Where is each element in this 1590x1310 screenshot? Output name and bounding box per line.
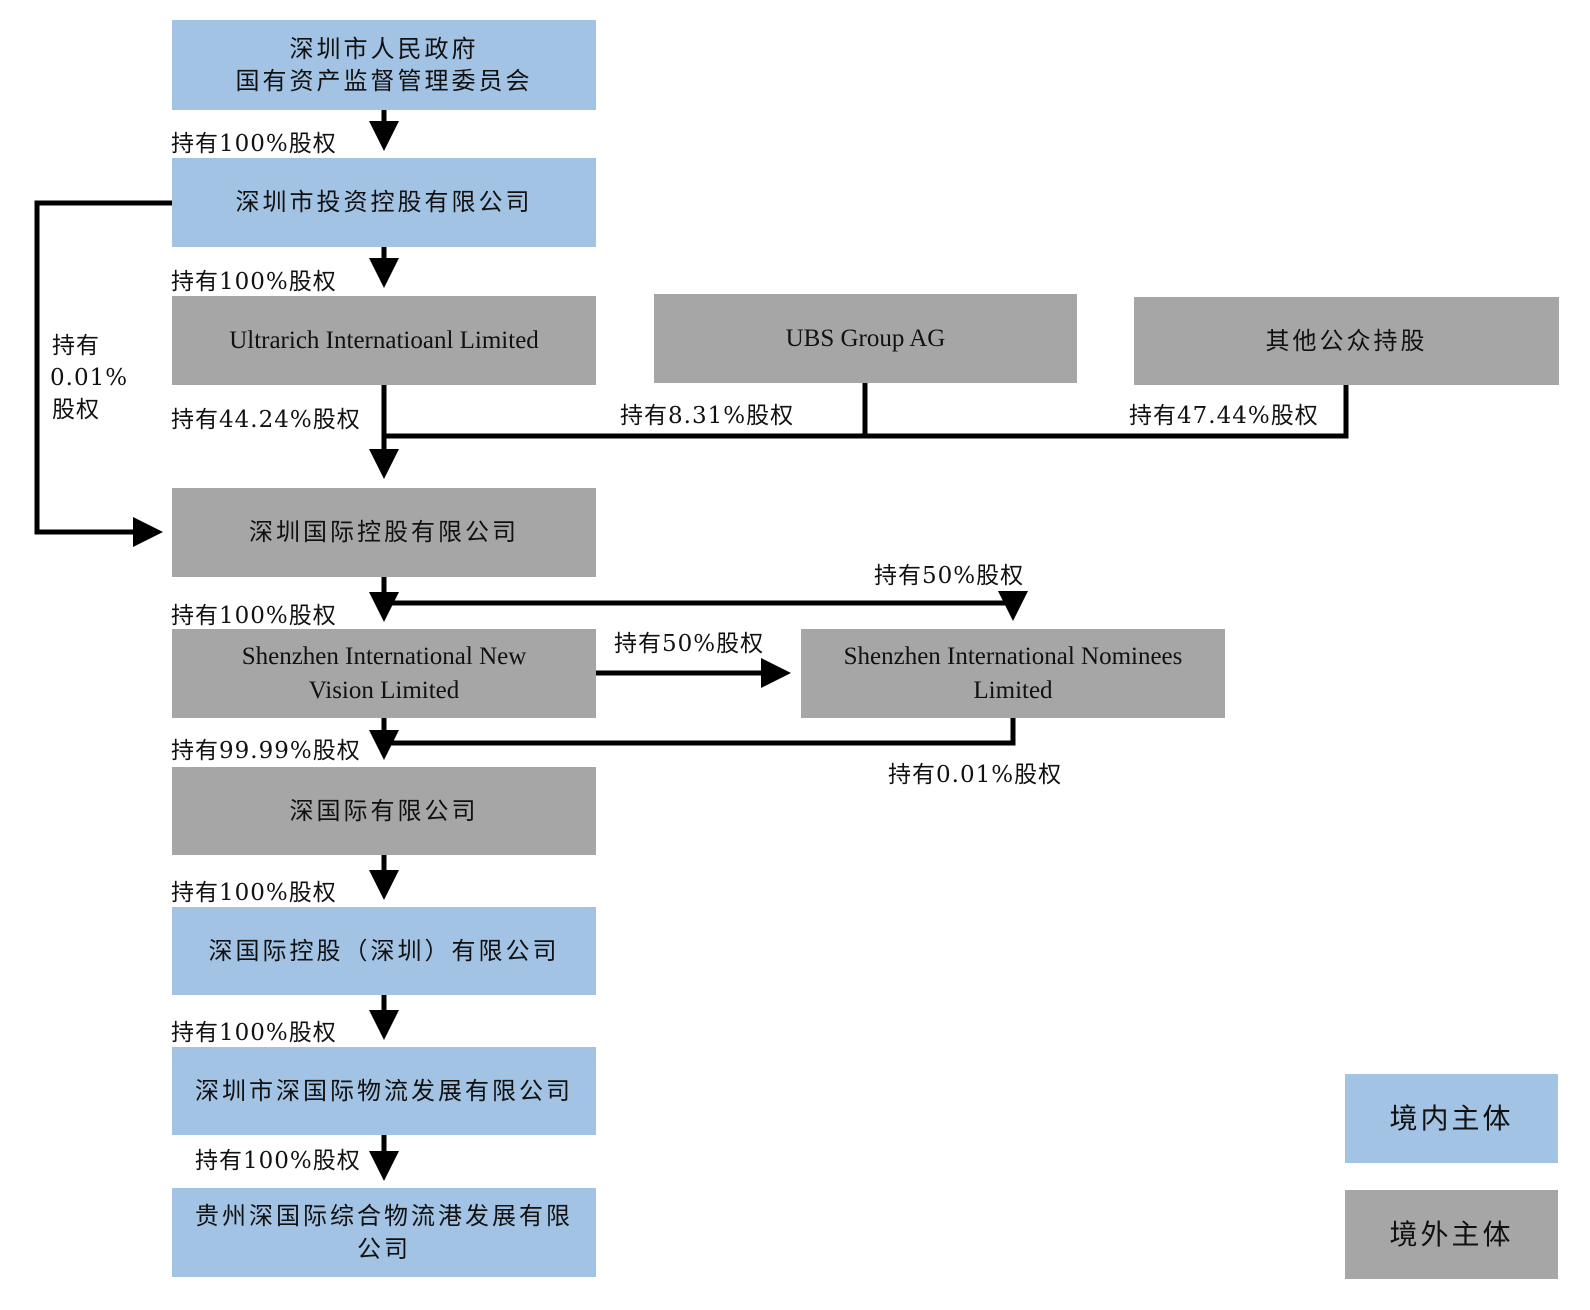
line-nominees-merge: [384, 718, 1016, 746]
label-szi-to-nominees: 持有50%股权: [874, 563, 1025, 589]
ultrarich-box: Ultrarich Internatioanl Limited: [172, 296, 596, 385]
sasac-line2: 国有资产监督管理委员会: [235, 67, 533, 95]
guizhou-line2: 公司: [357, 1234, 411, 1263]
label-nominees-to-szi-ltd: 持有0.01%股权: [888, 762, 1063, 788]
label-sihc-to-ultrarich: 持有100%股权: [171, 269, 337, 295]
arrow-szi-nominees: [384, 591, 1028, 621]
szi-holdings-box: 深圳国际控股有限公司: [172, 488, 596, 577]
sihc-box: 深圳市投资控股有限公司: [172, 158, 596, 247]
label-sihc-to-szi-line1: 持有: [52, 333, 100, 359]
guizhou-line1: 贵州深国际综合物流港发展有限: [195, 1202, 573, 1231]
nominees-box: Shenzhen International Nominees Limited: [801, 629, 1225, 718]
new-vision-line1: Shenzhen International New: [241, 642, 527, 670]
ubs-box: UBS Group AG: [654, 294, 1077, 383]
label-sihc-to-szi-line2: 0.01%: [50, 365, 129, 392]
new-vision-box: Shenzhen International New Vision Limite…: [172, 629, 596, 718]
nominees-line1: Shenzhen International Nominees: [843, 642, 1183, 670]
logistics-box: 深圳市深国际物流发展有限公司: [172, 1047, 596, 1135]
sasac-line1: 深圳市人民政府: [289, 34, 479, 63]
line-ubs-public-merge: [384, 385, 1349, 439]
label-sasac-to-sihc: 持有100%股权: [171, 131, 337, 157]
label-sihc-to-szi-line3: 股权: [52, 397, 100, 424]
label-sihc-to-szi: 持有 0.01% 股权: [50, 330, 129, 427]
label-szi-shenzhen-to-logistics: 持有100%股权: [171, 1020, 337, 1046]
arrow-sihc-szi: [34, 200, 172, 547]
legend-domestic: 境内主体: [1345, 1074, 1558, 1163]
label-szi-to-new-vision: 持有100%股权: [171, 603, 337, 629]
sasac-box: 深圳市人民政府 国有资产监督管理委员会: [172, 20, 596, 110]
new-vision-line2: Vision Limited: [308, 676, 460, 704]
label-logistics-to-guizhou: 持有100%股权: [195, 1148, 361, 1174]
label-new-vision-to-nominees: 持有50%股权: [614, 631, 765, 657]
label-szi-ltd-to-szi-shenzhen: 持有100%股权: [171, 880, 337, 906]
label-ubs-to-szi: 持有8.31%股权: [620, 403, 795, 429]
szi-ltd-box: 深国际有限公司: [172, 767, 596, 855]
public-box: 其他公众持股: [1134, 297, 1559, 385]
label-public-to-szi: 持有47.44%股权: [1129, 403, 1319, 429]
szi-shenzhen-box: 深国际控股（深圳）有限公司: [172, 907, 596, 995]
guizhou-box: 贵州深国际综合物流港发展有限 公司: [172, 1188, 596, 1277]
legend-foreign: 境外主体: [1345, 1190, 1558, 1279]
nominees-line2: Limited: [973, 676, 1053, 704]
label-new-vision-to-szi-ltd: 持有99.99%股权: [171, 738, 361, 764]
label-ultrarich-to-szi: 持有44.24%股权: [171, 407, 361, 433]
